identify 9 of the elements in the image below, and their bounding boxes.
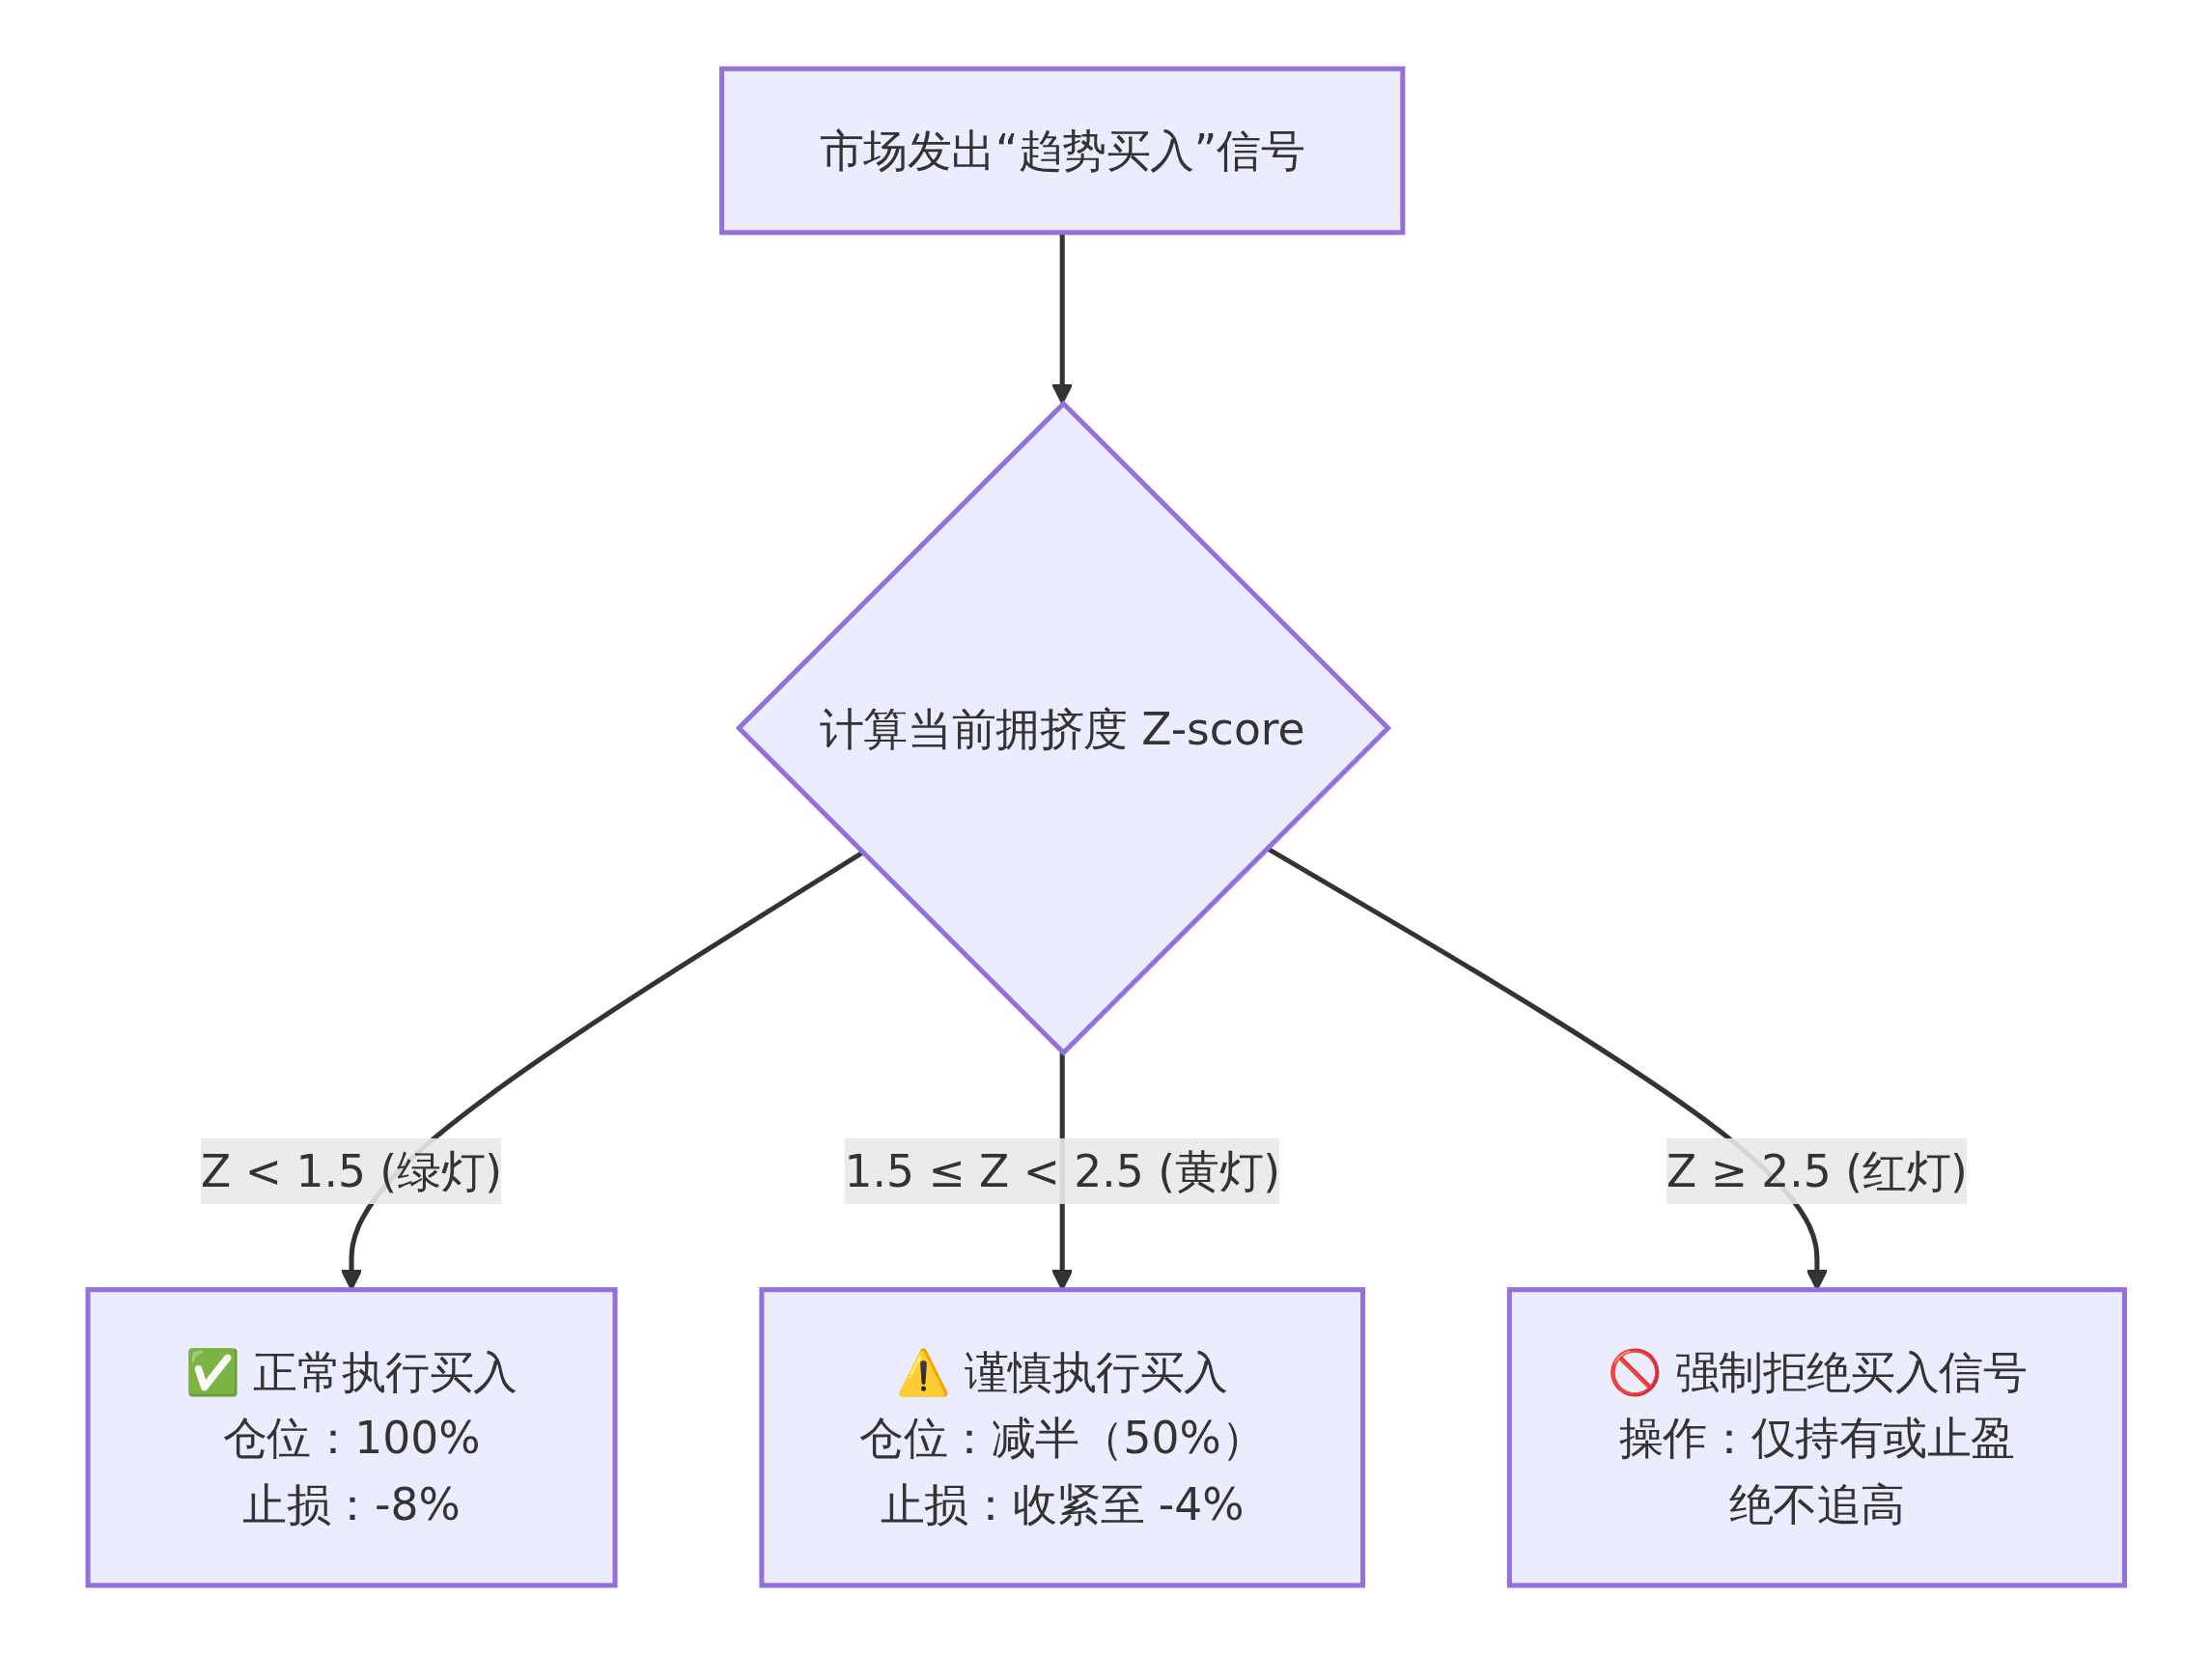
node-box: ⚠ 谨慎执行买入 仓位：减半（50%） 止损：收紧至 -4%: [759, 1287, 1365, 1588]
node-box: ✅ 正常执行买入 仓位：100% 止损：-8%: [85, 1287, 618, 1588]
node-diamond: 计算当前拥挤度 Z-score: [735, 400, 1391, 1057]
edge-label: Z ≥ 2.5 (红灯): [1666, 1145, 1968, 1197]
arrow: [1050, 233, 1074, 406]
node-box: 市场发出“趋势买入”信号: [718, 67, 1406, 236]
edge-label: 1.5 ≤ Z < 2.5 (黄灯): [844, 1145, 1280, 1197]
edge-label: Z < 1.5 (绿灯): [200, 1145, 502, 1197]
node-box: 🚫 强制拒绝买入信号 操作：仅持有或止盈 绝不追高: [1506, 1287, 2127, 1588]
